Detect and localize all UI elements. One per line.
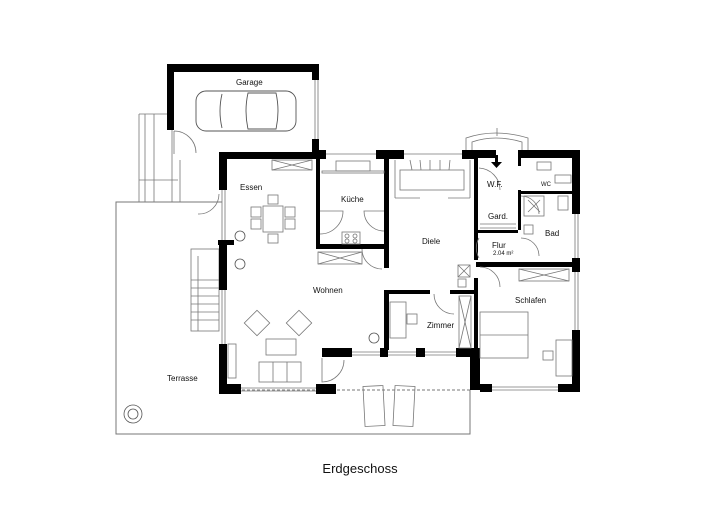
entrance-arrow-icon xyxy=(491,155,502,168)
outdoor-stairs-north xyxy=(138,113,181,202)
room-label-bad: Bad xyxy=(545,229,560,238)
room-label-gard: Gard. xyxy=(488,212,509,221)
entrance-canopy xyxy=(465,128,529,150)
kitchen-fixtures xyxy=(321,160,385,245)
windows xyxy=(221,80,579,392)
zimmer-furniture xyxy=(389,295,472,349)
outdoor-stairs-west xyxy=(190,248,220,332)
car-icon xyxy=(195,90,297,132)
room-label-essen: Essen xyxy=(240,183,263,192)
wohnen-cupboard xyxy=(317,251,363,265)
plan-title: Erdgeschoss xyxy=(322,461,398,476)
deck-chairs xyxy=(362,385,416,427)
bathroom-fixtures xyxy=(523,161,572,235)
interior-stairs xyxy=(394,159,471,199)
walls xyxy=(167,64,580,394)
room-label-kueche: Küche xyxy=(341,195,364,204)
plants xyxy=(123,230,380,424)
room-label-terrasse: Terrasse xyxy=(167,374,198,383)
room-label-wohnen: Wohnen xyxy=(313,286,343,295)
room-label-zimmer: Zimmer xyxy=(427,321,455,330)
hall-cupboards xyxy=(457,223,516,288)
room-label-schlafen: Schlafen xyxy=(515,296,547,305)
room-label-garage: Garage xyxy=(236,78,263,87)
room-label-diele: Diele xyxy=(422,237,441,246)
room-label-flur: Flur xyxy=(492,241,506,250)
room-label-wc: WC xyxy=(541,182,551,188)
dining-table xyxy=(250,194,296,244)
living-furniture xyxy=(227,309,313,383)
schlafen-furniture xyxy=(479,268,573,377)
essen-cupboard xyxy=(271,159,313,171)
room-area-flur: 2.04 m² xyxy=(493,251,514,257)
terrace-outline xyxy=(115,201,471,435)
room-label-wf: W.F. xyxy=(487,180,503,189)
